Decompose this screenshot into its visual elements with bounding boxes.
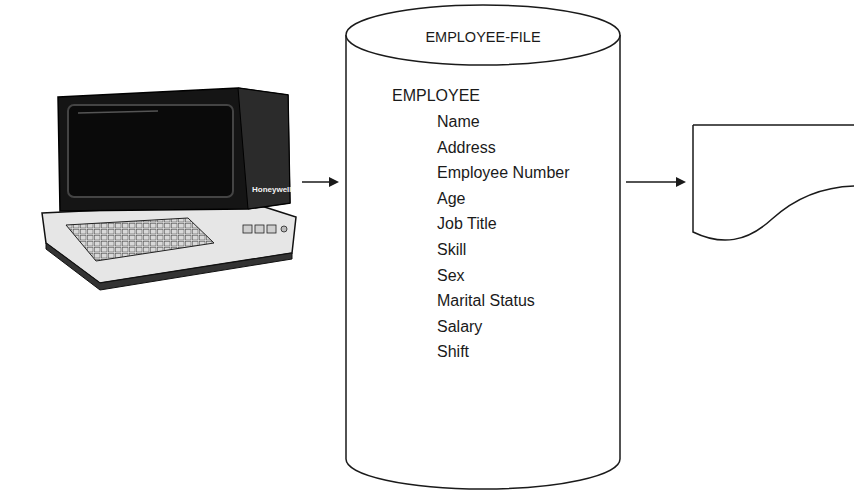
field-name: Salary [437, 318, 482, 336]
field-name: Marital Status [437, 292, 535, 310]
record-name: EMPLOYEE [392, 87, 480, 105]
field-name: Employee Number [437, 164, 570, 182]
flow-arrow [626, 177, 686, 187]
terminal-node: Honeywell [38, 85, 300, 285]
file-name: EMPLOYEE-FILE [345, 28, 621, 46]
node-outline [345, 4, 621, 490]
field-name: Age [437, 190, 465, 208]
field-name: Job Title [437, 215, 497, 233]
field-name: Address [437, 139, 496, 157]
disk-file-cylinder: EMPLOYEE-FILE EMPLOYEE NameAddressEmployee… [345, 4, 621, 490]
field-name: Sex [437, 267, 465, 285]
flow-arrow [302, 177, 339, 187]
node-outline [692, 124, 854, 242]
brand-label: Honeywell [252, 185, 292, 194]
field-name: Name [437, 113, 480, 131]
report-document [692, 124, 854, 242]
field-name: Shift [437, 343, 469, 361]
field-name: Skill [437, 241, 466, 259]
